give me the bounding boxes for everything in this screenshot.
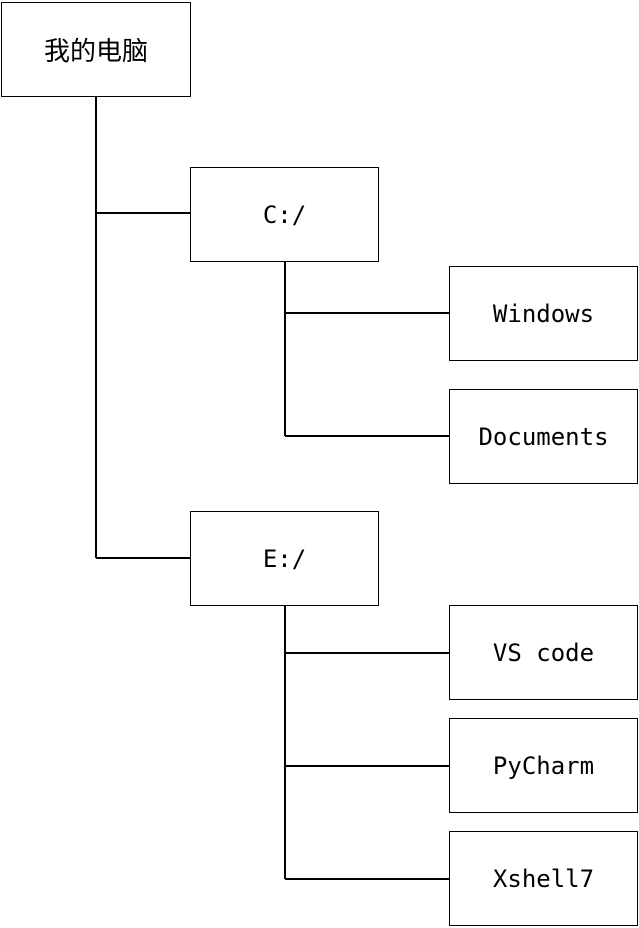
node-c-drive[interactable]: C:/: [190, 167, 379, 262]
node-e-drive[interactable]: E:/: [190, 511, 379, 606]
node-windows-folder-label: Windows: [492, 299, 595, 328]
node-pycharm-folder-label: PyCharm: [492, 751, 595, 780]
node-xshell7-folder[interactable]: Xshell7: [449, 831, 638, 926]
node-windows-folder[interactable]: Windows: [449, 266, 638, 361]
node-c-drive-label: C:/: [262, 200, 307, 229]
node-my-computer-label: 我的电脑: [43, 37, 148, 67]
node-pycharm-folder[interactable]: PyCharm: [449, 718, 638, 813]
node-vscode-folder[interactable]: VS code: [449, 605, 638, 700]
node-xshell7-folder-label: Xshell7: [492, 864, 595, 893]
node-vscode-folder-label: VS code: [492, 638, 595, 667]
node-my-computer[interactable]: 我的电脑: [1, 2, 191, 97]
node-documents-folder-label: Documents: [478, 422, 609, 451]
node-e-drive-label: E:/: [262, 544, 307, 573]
node-documents-folder[interactable]: Documents: [449, 389, 638, 484]
